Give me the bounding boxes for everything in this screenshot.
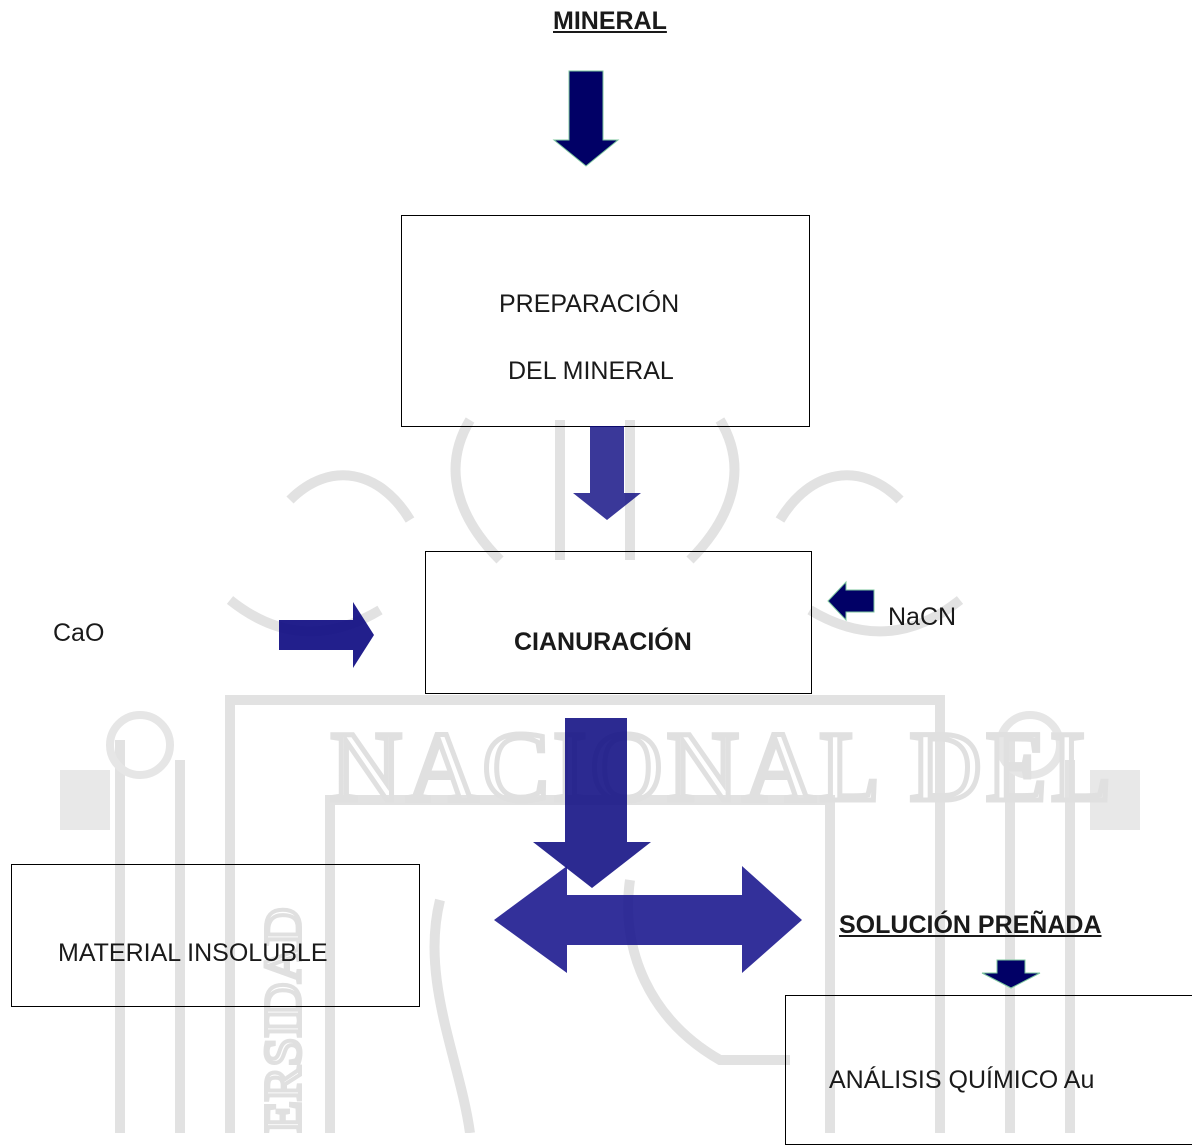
title-mineral: MINERAL xyxy=(553,7,667,36)
arrow-down-cianuracion xyxy=(533,718,651,888)
preparacion-label-line2: DEL MINERAL xyxy=(508,357,674,386)
arrow-down-preparacion xyxy=(573,426,641,520)
arrow-down-solucion xyxy=(982,960,1040,988)
arrow-down-mineral xyxy=(554,71,618,166)
arrow-left-nacn xyxy=(828,582,874,620)
arrow-right-cao xyxy=(279,602,374,668)
material-insoluble-label: MATERIAL INSOLUBLE xyxy=(58,939,328,968)
solucion-prenada-label: SOLUCIÓN PREÑADA xyxy=(839,911,1102,940)
nacn-label: NaCN xyxy=(888,603,956,632)
analisis-quimico-label: ANÁLISIS QUÍMICO Au xyxy=(829,1066,1094,1095)
preparacion-label-line1: PREPARACIÓN xyxy=(499,290,679,319)
cao-label: CaO xyxy=(53,619,104,648)
cianuracion-label: CIANURACIÓN xyxy=(514,628,692,657)
double-arrow-split xyxy=(494,866,802,973)
